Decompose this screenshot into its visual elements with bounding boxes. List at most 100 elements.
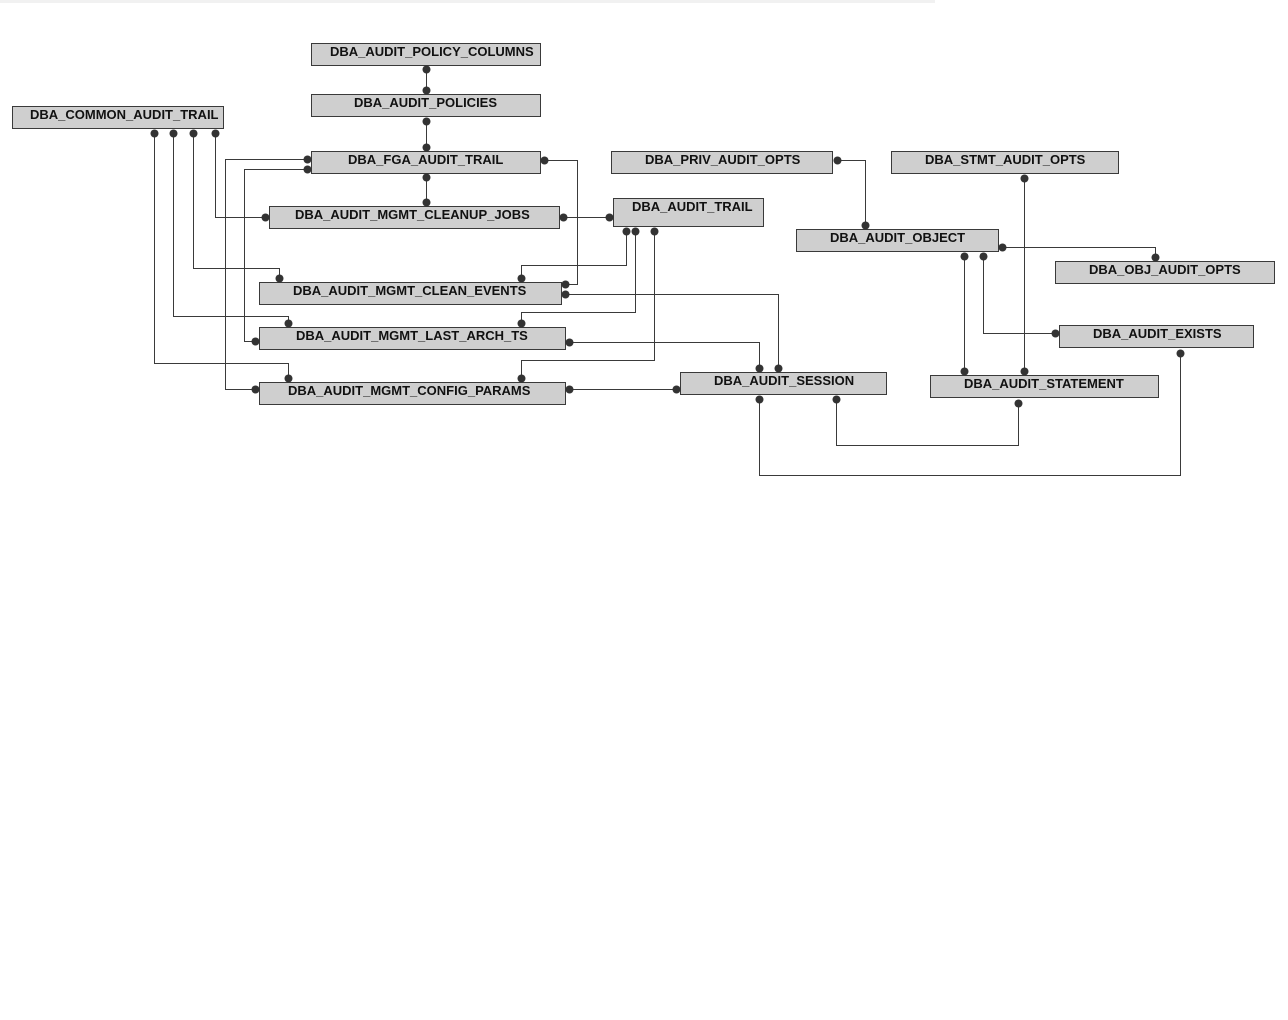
- table-node-audit-session[interactable]: DBA_AUDIT_SESSION: [680, 372, 887, 395]
- table-name: DBA_AUDIT_MGMT_CLEANUP_JOBS: [295, 207, 530, 222]
- table-name: DBA_AUDIT_POLICIES: [354, 95, 497, 110]
- connector-dot: [284, 319, 293, 328]
- table-box[interactable]: [311, 94, 541, 117]
- relationship-line: [759, 353, 1181, 476]
- connector-dot: [422, 117, 431, 126]
- table-box[interactable]: [680, 372, 887, 395]
- table-name: DBA_STMT_AUDIT_OPTS: [925, 152, 1086, 167]
- connector-dot: [517, 374, 526, 383]
- relationship-line: [544, 160, 578, 285]
- connector-dot: [284, 374, 293, 383]
- table-node-stmt-audit-opts[interactable]: DBA_STMT_AUDIT_OPTS: [891, 151, 1119, 174]
- connector-dot: [251, 385, 260, 394]
- table-node-audit-exists[interactable]: DBA_AUDIT_EXISTS: [1059, 325, 1254, 348]
- table-name: DBA_FGA_AUDIT_TRAIL: [348, 152, 503, 167]
- connector-dot: [275, 274, 284, 283]
- table-name: DBA_AUDIT_SESSION: [714, 373, 854, 388]
- table-box[interactable]: [930, 375, 1159, 398]
- table-node-mgmt-last-arch-ts[interactable]: DBA_AUDIT_MGMT_LAST_ARCH_TS: [259, 327, 566, 350]
- connector-dot: [422, 143, 431, 152]
- connector-dot: [565, 385, 574, 394]
- table-box[interactable]: [259, 327, 566, 350]
- connector-dot: [422, 198, 431, 207]
- relationship-line: [521, 231, 636, 324]
- connector-dot: [1151, 253, 1160, 262]
- connector-dot: [303, 155, 312, 164]
- connector-dot: [422, 86, 431, 95]
- table-node-policies[interactable]: DBA_AUDIT_POLICIES: [311, 94, 541, 117]
- connector-dot: [755, 364, 764, 373]
- table-box[interactable]: [1059, 325, 1254, 348]
- table-box[interactable]: [611, 151, 833, 174]
- connector-dot: [1051, 329, 1060, 338]
- table-node-audit-trail[interactable]: DBA_AUDIT_TRAIL: [613, 198, 764, 227]
- table-name: DBA_AUDIT_EXISTS: [1093, 326, 1222, 341]
- connector-dot: [422, 173, 431, 182]
- table-box[interactable]: [1055, 261, 1275, 284]
- connector-dot: [251, 337, 260, 346]
- table-node-mgmt-cleanup-jobs[interactable]: DBA_AUDIT_MGMT_CLEANUP_JOBS: [269, 206, 560, 229]
- table-node-audit-object[interactable]: DBA_AUDIT_OBJECT: [796, 229, 999, 252]
- table-node-policy-columns[interactable]: DBA_AUDIT_POLICY_COLUMNS: [311, 43, 541, 66]
- relationship-line: [193, 133, 280, 279]
- connector-dot: [998, 243, 1007, 252]
- connector-dot: [261, 213, 270, 222]
- table-node-common-audit-trail[interactable]: DBA_COMMON_AUDIT_TRAIL: [12, 106, 224, 129]
- relationship-line: [154, 133, 289, 379]
- table-box[interactable]: [259, 282, 562, 305]
- connector-dot: [755, 395, 764, 404]
- table-nodes: DBA_AUDIT_POLICY_COLUMNS DBA_AUDIT_POLICI…: [12, 43, 1275, 405]
- relationship-line: [215, 133, 266, 218]
- table-box[interactable]: [891, 151, 1119, 174]
- connector-dot: [561, 290, 570, 299]
- relationship-lines: [154, 69, 1181, 476]
- table-name: DBA_AUDIT_POLICY_COLUMNS: [330, 44, 534, 59]
- table-box[interactable]: [796, 229, 999, 252]
- table-box[interactable]: [311, 43, 541, 66]
- connector-dot: [833, 156, 842, 165]
- connector-dot: [169, 129, 178, 138]
- table-box[interactable]: [12, 106, 224, 129]
- connector-dot: [540, 156, 549, 165]
- connector-dot: [189, 129, 198, 138]
- table-box[interactable]: [259, 382, 566, 405]
- table-node-mgmt-config-params[interactable]: DBA_AUDIT_MGMT_CONFIG_PARAMS: [259, 382, 566, 405]
- connector-dot: [960, 367, 969, 376]
- table-node-mgmt-clean-events[interactable]: DBA_AUDIT_MGMT_CLEAN_EVENTS: [259, 282, 562, 305]
- table-node-audit-statement[interactable]: DBA_AUDIT_STATEMENT: [930, 375, 1159, 398]
- relationship-line: [225, 159, 308, 390]
- table-name: DBA_AUDIT_MGMT_LAST_ARCH_TS: [296, 328, 528, 343]
- connector-dot: [672, 385, 681, 394]
- connector-dot: [650, 227, 659, 236]
- connector-dot: [1020, 367, 1029, 376]
- connector-dot: [774, 364, 783, 373]
- table-name: DBA_AUDIT_OBJECT: [830, 230, 965, 245]
- table-node-fga-audit-trail[interactable]: DBA_FGA_AUDIT_TRAIL: [311, 151, 541, 174]
- relationship-line: [521, 231, 655, 379]
- connector-dot: [303, 165, 312, 174]
- table-node-obj-audit-opts[interactable]: DBA_OBJ_AUDIT_OPTS: [1055, 261, 1275, 284]
- connector-dot: [1020, 174, 1029, 183]
- connector-dot: [561, 280, 570, 289]
- table-node-priv-audit-opts[interactable]: DBA_PRIV_AUDIT_OPTS: [611, 151, 833, 174]
- table-name: DBA_PRIV_AUDIT_OPTS: [645, 152, 801, 167]
- connector-dot: [1176, 349, 1185, 358]
- connector-dot: [211, 129, 220, 138]
- relationship-line: [244, 169, 308, 342]
- relationship-line: [569, 342, 760, 369]
- connector-dot: [631, 227, 640, 236]
- relationship-line: [836, 399, 1019, 446]
- table-name: DBA_AUDIT_MGMT_CLEAN_EVENTS: [293, 283, 527, 298]
- table-box[interactable]: [613, 198, 764, 227]
- table-name: DBA_OBJ_AUDIT_OPTS: [1089, 262, 1241, 277]
- table-box[interactable]: [311, 151, 541, 174]
- connector-dot: [832, 395, 841, 404]
- table-name: DBA_AUDIT_TRAIL: [632, 199, 753, 214]
- table-name: DBA_COMMON_AUDIT_TRAIL: [30, 107, 219, 122]
- relationship-line: [1002, 247, 1156, 258]
- connector-dot: [979, 252, 988, 261]
- table-name: DBA_AUDIT_STATEMENT: [964, 376, 1124, 391]
- connector-dot: [517, 274, 526, 283]
- connector-dot: [565, 338, 574, 347]
